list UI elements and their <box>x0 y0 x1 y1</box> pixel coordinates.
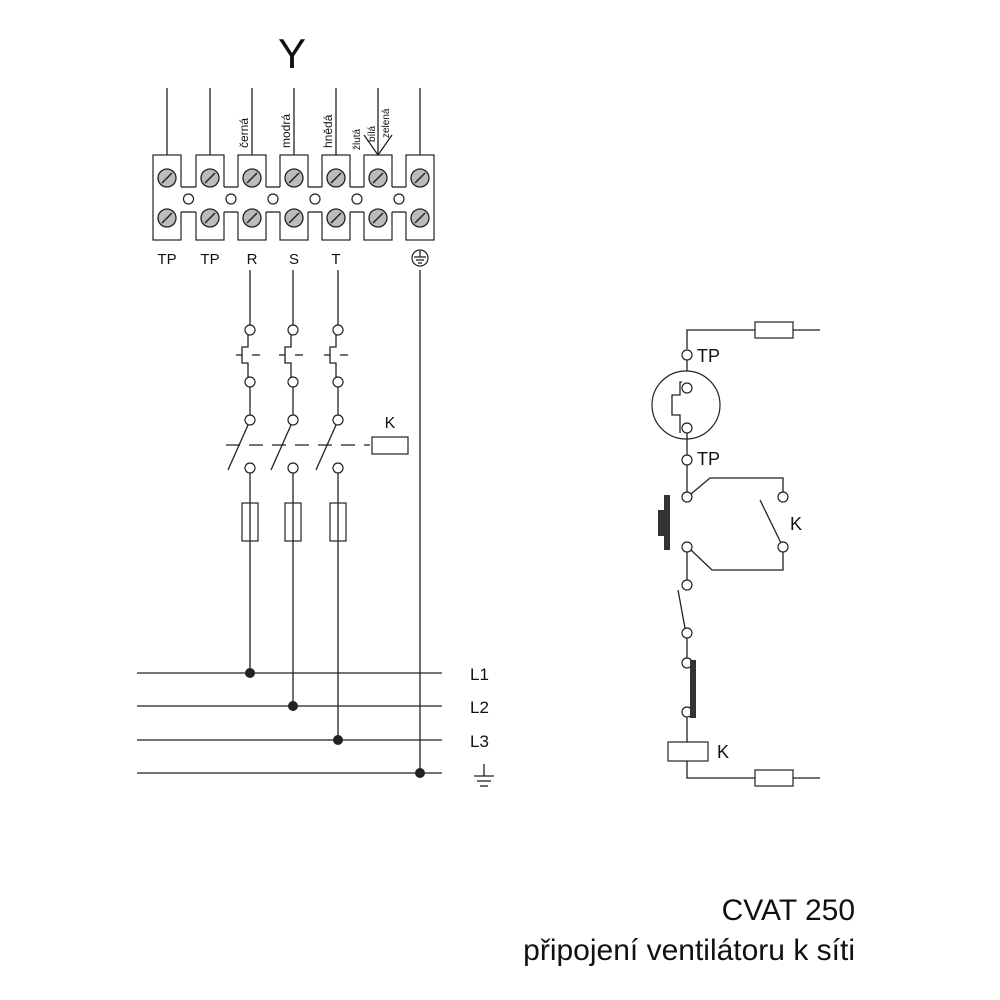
tp-top-label: TP <box>697 346 720 366</box>
k-coil-label: K <box>717 742 729 762</box>
terminal-label-t: T <box>331 251 340 268</box>
contactor-label: K <box>385 415 396 432</box>
phase-branch <box>227 270 260 673</box>
bus-label-l3: L3 <box>470 732 489 751</box>
terminal-block <box>152 154 435 241</box>
control-circuit <box>651 321 820 787</box>
terminal-label-tp2: TP <box>200 251 219 268</box>
wire-label-hneda: hnědá <box>321 114 335 148</box>
thermal-protector <box>651 370 721 440</box>
wire-color-labels: černá modrá hnědá žlutá bílá zelená <box>237 108 392 150</box>
tp-bottom-label: TP <box>697 449 720 469</box>
k-contact-label: K <box>790 514 802 534</box>
incoming-wires <box>166 88 421 156</box>
wire-label-modra: modrá <box>279 114 293 148</box>
block-title: Y <box>278 30 306 77</box>
bus-label-l1: L1 <box>470 665 489 684</box>
contactor-coil <box>226 436 409 455</box>
control-fuse-top <box>754 321 794 339</box>
ground-icon <box>474 764 494 787</box>
wire-label-bila: bílá <box>367 125 378 142</box>
wire-label-zelena: zelená <box>381 108 392 138</box>
caption-title: CVAT 250 <box>722 894 855 927</box>
bus-labels: L1 L2 L3 <box>470 665 489 751</box>
phase-branch <box>315 270 348 740</box>
control-fuse-bottom <box>754 769 794 787</box>
bus-lines <box>137 668 442 778</box>
caption-subtitle: připojení ventilátoru k síti <box>523 934 855 967</box>
control-labels: TP TP K K <box>697 346 802 762</box>
terminal-labels: TP TP R S T <box>157 251 340 268</box>
bus-label-l2: L2 <box>470 698 489 717</box>
terminal-label-r: R <box>247 251 258 268</box>
power-circuit <box>227 270 348 740</box>
wire-label-zluta: žlutá <box>352 128 363 150</box>
terminal-label-s: S <box>289 251 299 268</box>
control-coil <box>667 741 709 762</box>
earth-terminal-icon <box>411 249 429 267</box>
terminal-label-tp1: TP <box>157 251 176 268</box>
wire-label-cerna: černá <box>237 118 251 148</box>
phase-branch <box>270 270 303 706</box>
